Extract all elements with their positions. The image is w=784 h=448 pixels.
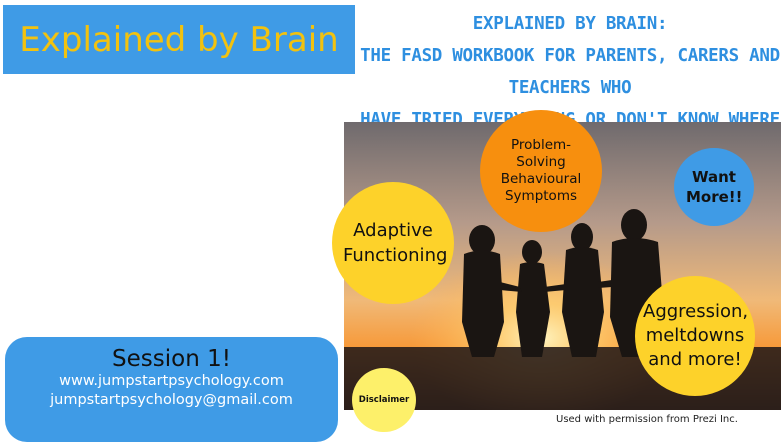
title-banner: Explained by Brain — [3, 5, 355, 74]
bubble-label: Want More!! — [686, 168, 743, 206]
bubble-label: Aggression, meltdowns and more! — [643, 301, 749, 370]
problem-solving-bubble[interactable]: Problem-Solving Behavioural Symptoms — [480, 110, 602, 232]
want-more-bubble[interactable]: Want More!! — [674, 148, 754, 226]
permission-note: Used with permission from Prezi Inc. — [556, 414, 738, 425]
adaptive-functioning-bubble[interactable]: Adaptive Functioning — [332, 182, 454, 304]
bubble-label: Disclaimer — [358, 395, 410, 405]
website-link[interactable]: www.jumpstartpsychology.com — [59, 373, 284, 389]
email-link[interactable]: jumpstartpsychology@gmail.com — [50, 392, 293, 408]
bubble-label: Problem-Solving Behavioural Symptoms — [500, 137, 582, 204]
session-title: Session 1! — [112, 346, 231, 372]
session-info-box: Session 1! www.jumpstartpsychology.com j… — [5, 337, 338, 442]
subtitle-line: THE FASD WORKBOOK FOR PARENTS, CARERS AN… — [360, 46, 780, 98]
subtitle-line: EXPLAINED BY BRAIN: — [472, 14, 668, 34]
bubble-label: Adaptive Functioning — [343, 220, 448, 266]
disclaimer-bubble[interactable]: Disclaimer — [352, 368, 416, 432]
page-title: Explained by Brain — [19, 19, 339, 60]
aggression-bubble[interactable]: Aggression, meltdowns and more! — [635, 276, 755, 396]
